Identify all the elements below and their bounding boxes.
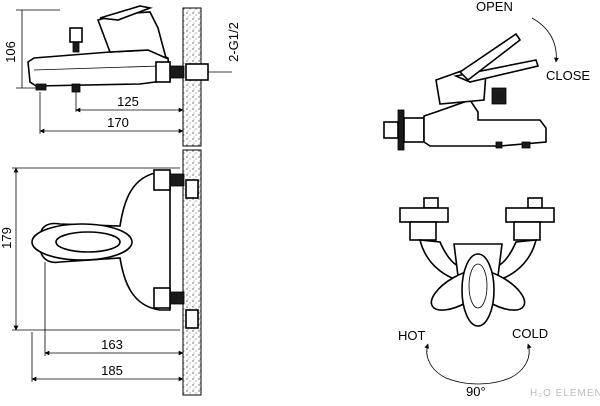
diverter-stem xyxy=(72,41,80,53)
top-thread-upper xyxy=(185,179,199,199)
motion-connector xyxy=(383,121,399,139)
rot-right-cap xyxy=(527,197,543,209)
motion-diverter xyxy=(491,87,507,105)
diverter-knob xyxy=(69,27,83,43)
motion-view: OPEN CLOSE xyxy=(383,0,590,151)
dim-125-label: 125 xyxy=(117,94,139,109)
top-handle-inner xyxy=(55,231,121,253)
motion-body xyxy=(423,99,547,147)
shower-outlet xyxy=(71,83,81,93)
top-connector-lower xyxy=(169,291,185,305)
motion-wall-flange xyxy=(397,109,405,151)
open-close-arc xyxy=(531,17,559,63)
dim-170-label: 170 xyxy=(107,115,129,130)
hot-arc xyxy=(424,343,447,379)
top-nut-upper xyxy=(153,169,171,191)
rot-handle-center-inner xyxy=(468,263,488,309)
dim-179-label: 179 xyxy=(0,227,14,249)
hot-label: HOT xyxy=(398,328,426,343)
dim-106-label: 106 xyxy=(3,41,18,63)
rot-handle-center xyxy=(461,253,495,327)
close-label: CLOSE xyxy=(546,68,590,83)
watermark: H₂O ELEMENT xyxy=(530,388,600,399)
open-label: OPEN xyxy=(476,0,513,14)
rot-left-cap xyxy=(423,197,439,209)
dim-163-label: 163 xyxy=(101,337,123,352)
cold-arc xyxy=(509,343,532,379)
side-handle xyxy=(99,5,153,21)
rot-right-nut xyxy=(513,221,541,241)
thread-label: 2-G1/2 xyxy=(226,22,241,62)
motion-handle-open xyxy=(458,32,522,82)
top-thread-lower xyxy=(185,309,199,329)
side-spout-line xyxy=(33,65,161,71)
angle-label: 90° xyxy=(466,384,486,399)
top-nut-lower xyxy=(153,287,171,309)
motion-nut xyxy=(403,117,425,143)
rot-right-plate xyxy=(505,207,555,223)
center-arc xyxy=(445,377,511,385)
rotation-view: HOT COLD 90° xyxy=(398,197,555,399)
rot-left-nut xyxy=(409,221,437,241)
spout-outlet xyxy=(35,83,47,91)
side-view: 106 125 170 2-G1/2 xyxy=(3,5,241,147)
motion-outlet-2 xyxy=(521,141,531,149)
motion-handle xyxy=(453,59,540,83)
eccentric-thread xyxy=(185,63,209,81)
dim-185-label: 185 xyxy=(101,363,123,378)
cold-label: COLD xyxy=(512,326,548,341)
top-connector-upper xyxy=(169,173,185,187)
wall-bottom xyxy=(182,149,202,396)
eccentric-connector xyxy=(169,65,185,79)
rot-left-plate xyxy=(399,207,449,223)
top-view: 179 163 185 xyxy=(0,149,202,396)
motion-outlet xyxy=(495,141,503,149)
side-nut xyxy=(155,61,171,83)
